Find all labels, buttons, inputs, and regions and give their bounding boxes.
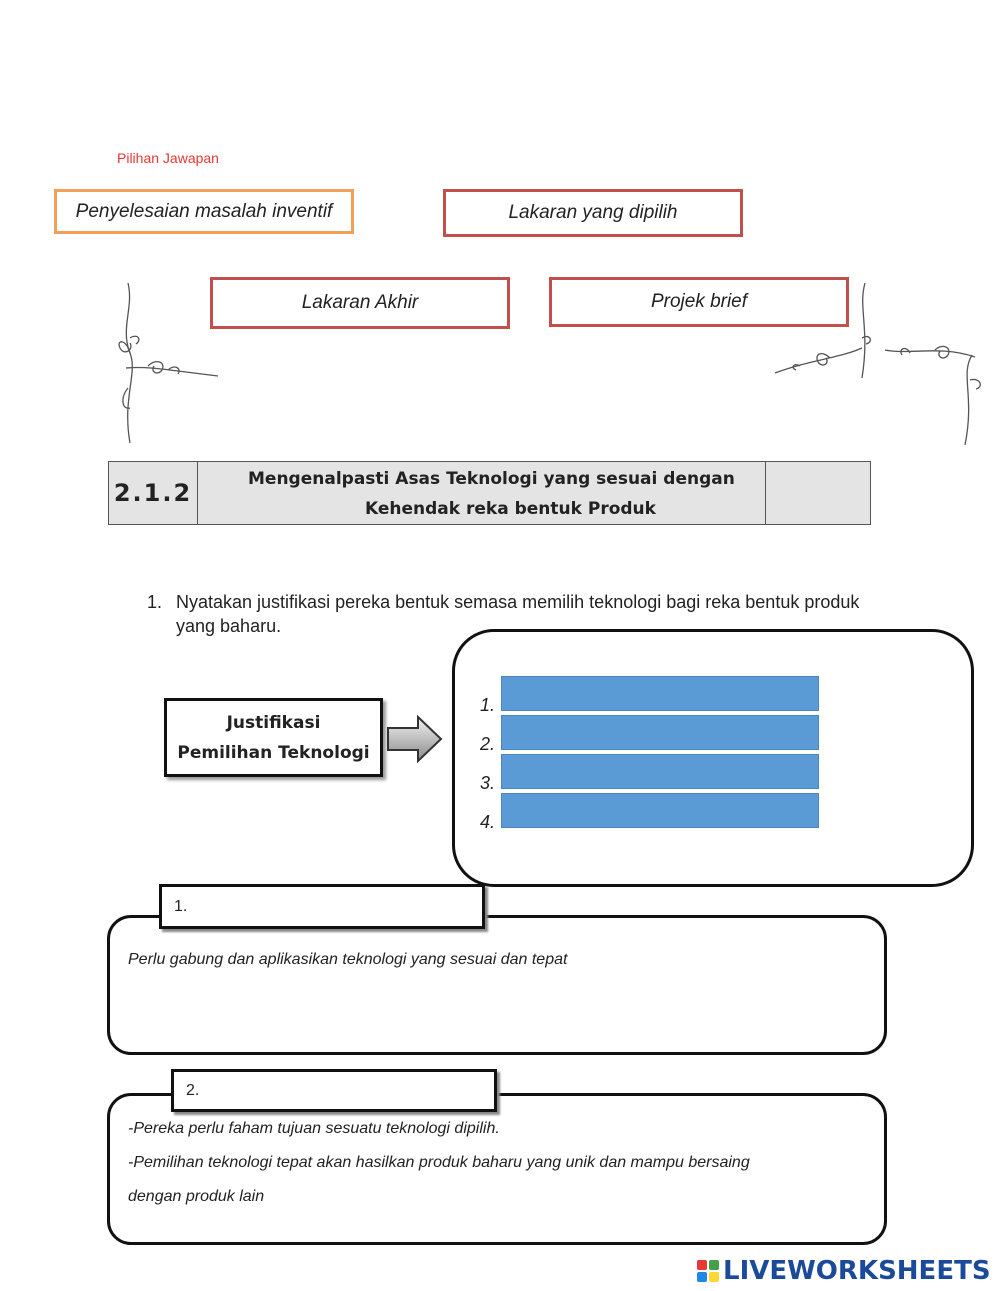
question-number: 1. (147, 592, 163, 612)
section-title-line2: Kehendak reka bentuk Produk (365, 499, 656, 519)
ornament-left (118, 282, 219, 444)
ornament-right-outer (884, 345, 981, 446)
answer-dropzone-2[interactable] (501, 715, 819, 750)
answer-dropzone-1[interactable] (501, 676, 819, 711)
answer-label-2: 2. (480, 734, 496, 754)
choice-lakaran-akhir[interactable]: Lakaran Akhir (210, 277, 510, 329)
section-header: 2.1.2 Mengenalpasti Asas Teknologi yang … (108, 461, 871, 525)
ornament-right-inner (774, 282, 871, 379)
panel-1-tab: 1. (159, 884, 485, 929)
explanation-panel-1 (107, 915, 887, 1055)
choice-penyelesaian[interactable]: Penyelesaian masalah inventif (54, 189, 354, 234)
justification-box: Justifikasi Pemilihan Teknologi (164, 698, 383, 777)
arrow-right-icon (387, 714, 443, 764)
panel-2-tab: 2. (171, 1069, 497, 1112)
justification-line1: Justifikasi (226, 712, 321, 733)
panel-2-line1: -Pereka perlu faham tujuan sesuatu tekno… (128, 1120, 500, 1137)
logo-text: LIVEWORKSHEETS (723, 1256, 991, 1286)
choices-heading: Pilihan Jawapan (117, 150, 219, 166)
choice-lakaran-dipilih[interactable]: Lakaran yang dipilih (443, 189, 743, 237)
panel-2-line2: -Pemilihan teknologi tepat akan hasilkan… (128, 1154, 750, 1171)
question-1: 1. Nyatakan justifikasi pereka bentuk se… (147, 590, 867, 638)
explanation-panel-2 (107, 1093, 887, 1245)
section-title: Mengenalpasti Asas Teknologi yang sesuai… (198, 462, 766, 524)
answer-dropzone-4[interactable] (501, 793, 819, 828)
choice-projek-brief[interactable]: Projek brief (549, 277, 849, 327)
section-number: 2.1.2 (109, 462, 198, 524)
answer-label-4: 4. (480, 812, 496, 832)
justification-line2: Pemilihan Teknologi (177, 742, 370, 763)
liveworksheets-logo: LIVEWORKSHEETS (697, 1256, 991, 1286)
answer-label-3: 3. (480, 773, 496, 793)
answer-label-1: 1. (480, 695, 496, 715)
logo-mark-icon (697, 1260, 719, 1282)
question-text: Nyatakan justifikasi pereka bentuk semas… (176, 592, 860, 636)
section-empty-cell (766, 462, 870, 524)
answer-dropzone-3[interactable] (501, 754, 819, 789)
panel-2-line3: dengan produk lain (128, 1188, 265, 1205)
section-title-line1: Mengenalpasti Asas Teknologi yang sesuai… (248, 469, 735, 489)
panel-1-text: Perlu gabung dan aplikasikan teknologi y… (128, 951, 568, 968)
